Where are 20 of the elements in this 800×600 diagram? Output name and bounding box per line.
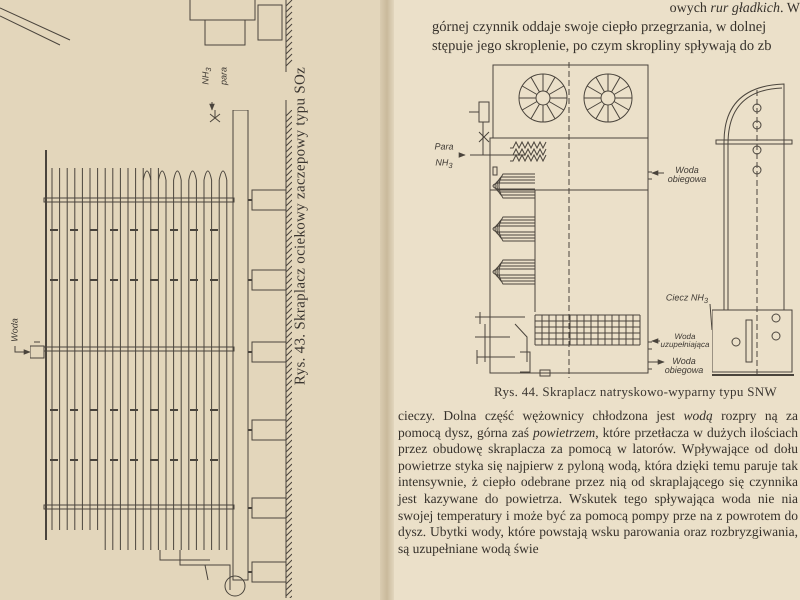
figure-caption: Rys. 44. Skraplacz natryskowo-wyparny typu SNW [494, 384, 777, 400]
body-text: górnej czynnik oddaje swoje ciepło przegrzania, w dolnej stępuje jego skroplenie, po czym skropliny spływają do zb [432, 18, 772, 56]
inlet-label: Woda [10, 318, 20, 342]
callout-label: Ciecz NH$_{3}$ [664, 292, 710, 304]
outlet-label: Woda obiegowa [664, 357, 704, 375]
flow-arrow [14, 346, 31, 355]
figure-caption: Rys. 43. Skraplacz ociekowy zaczepowy typu SOz [292, 66, 310, 386]
inlet-label: Woda obiegowa [666, 166, 708, 184]
inlet-label: Woda uzupełniająca [660, 333, 710, 349]
flow-arrow [652, 359, 665, 365]
inlet-label: Para [434, 142, 454, 151]
flow-arrow [209, 102, 215, 111]
flow-arrow [651, 338, 660, 344]
inlet-label: para [219, 67, 228, 85]
leader-line [710, 304, 712, 330]
inlet-label: NH$_{3}$ [435, 158, 453, 170]
body-text: owych rur gładkich. W [668, 0, 800, 17]
body-text: cieczy. Dolna część wężownicy chłodzona jest wodą rozpry ną za pomocą dysz, górna zaś powietrzem, które przetłacza w dużych ilościach przez obudowę skraplacza za pomocą w latorów. Wpływające od dołu powietrze styka się najpierw z pyloną wodą, która dzięki temu paruje tak intensywnie, ż ciepło odebrane przez nią od skraplającego się czynnika jest kazywane do powietrza. Wskutek tego spływająca woda nie nia swojej temperatury i może być za pomocą pompy prze na z powrotem do dysz. Ubytki wody, które powstają wsku parowania oraz rozbryzgiwania, są uzupełniane wodą świe [398, 408, 798, 558]
flow-arrow [458, 152, 466, 158]
flow-arrow [651, 170, 664, 176]
